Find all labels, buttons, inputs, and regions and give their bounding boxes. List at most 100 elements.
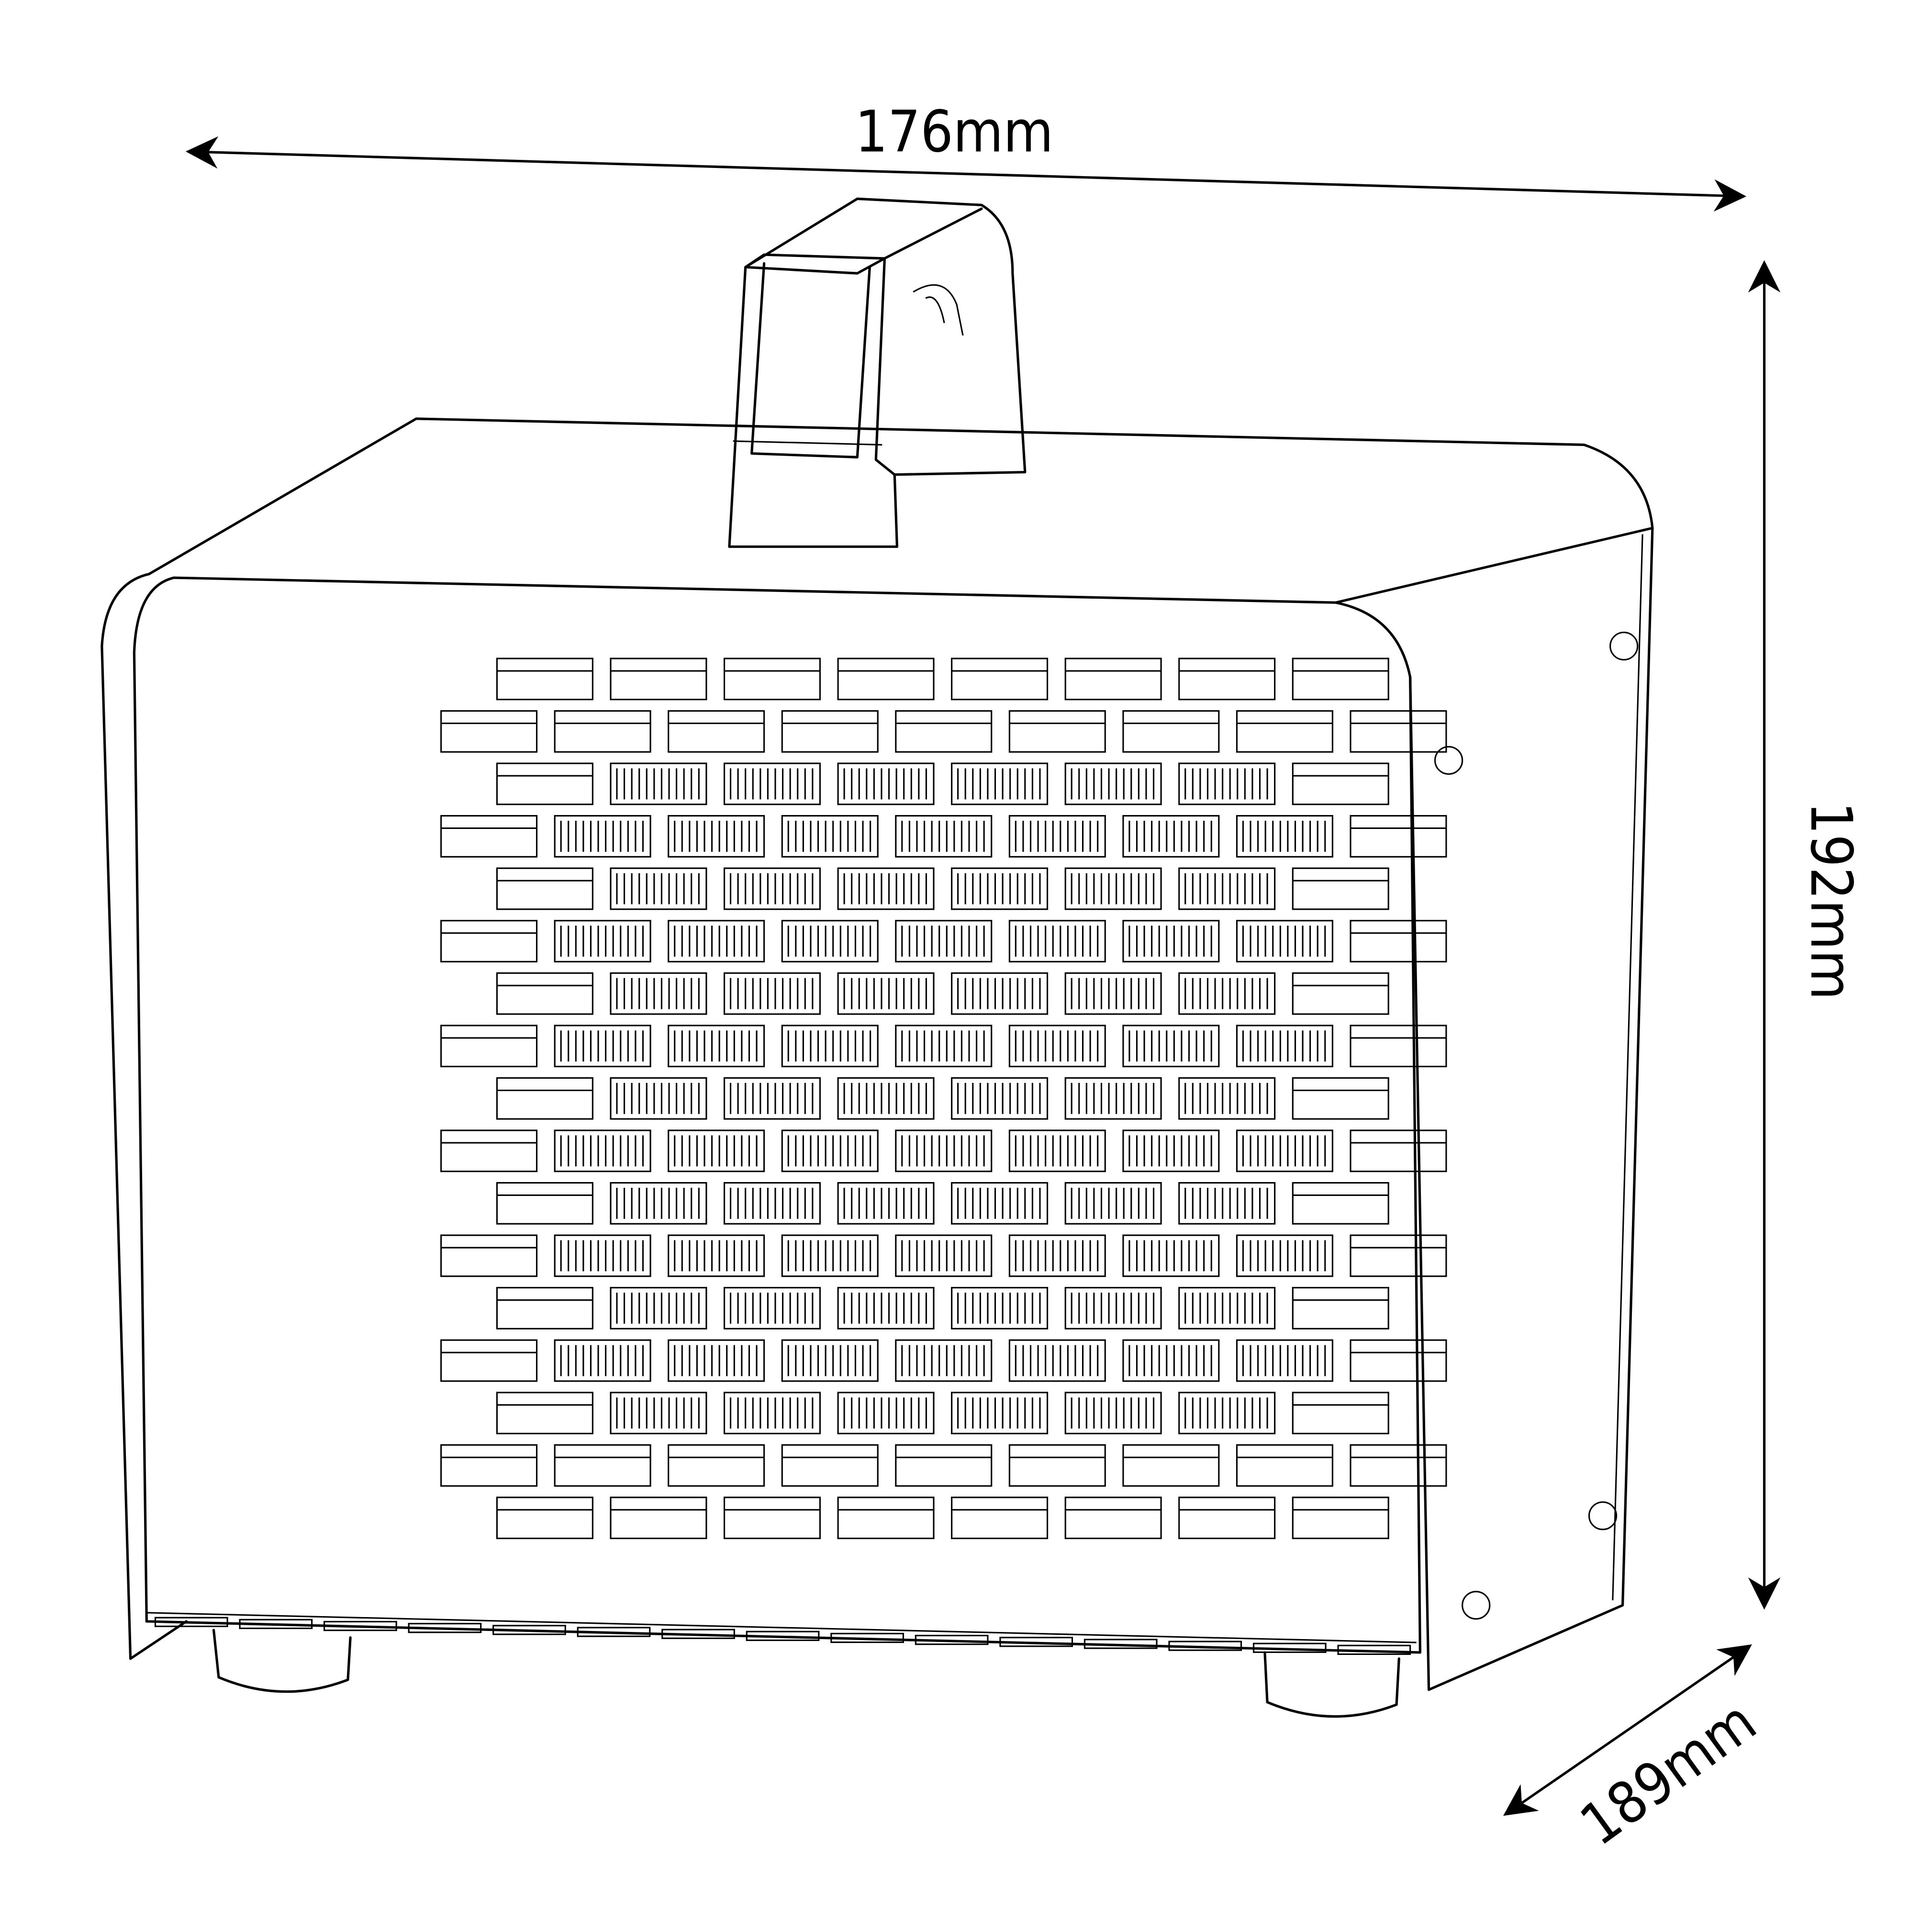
grille-slot xyxy=(1064,1077,1162,1120)
grille-slot xyxy=(781,815,879,858)
grille-slot xyxy=(1350,1339,1447,1382)
grille-slot xyxy=(1292,972,1389,1015)
grille-slot xyxy=(723,867,821,910)
carry-handle xyxy=(728,197,1027,548)
depth-dimension: 189mm xyxy=(1503,1644,1768,1859)
grille-slot xyxy=(1178,762,1276,805)
grille-slot xyxy=(895,1234,993,1277)
grille-slot xyxy=(1122,1129,1220,1173)
grille-slot xyxy=(1122,710,1220,753)
bottom-vents xyxy=(154,1617,1411,1655)
grille-slot xyxy=(1350,920,1447,962)
grille-slot xyxy=(610,1496,707,1540)
grille-slot xyxy=(1178,1496,1276,1540)
grille-slot xyxy=(1122,815,1220,858)
grille-slot xyxy=(440,1339,538,1382)
bottom-vent-slot xyxy=(324,1620,397,1631)
width-arrow xyxy=(185,136,1747,212)
height-dimension: 192mm xyxy=(1748,260,1864,1610)
grille-slot xyxy=(554,1025,651,1068)
grille-slot xyxy=(837,972,935,1015)
bottom-vent-slot xyxy=(746,1630,820,1641)
grille-slot xyxy=(1178,658,1276,701)
grille-slot xyxy=(496,867,593,910)
grille-slot xyxy=(1008,710,1106,753)
grille-slot xyxy=(1008,1129,1106,1173)
bottom-vent-slot xyxy=(1252,1642,1327,1653)
bottom-vent-slot xyxy=(154,1617,228,1627)
grille-slot xyxy=(1122,1025,1220,1068)
bottom-vent-slot xyxy=(830,1632,904,1643)
grille-slot xyxy=(1064,1182,1162,1225)
grille-slot xyxy=(1350,1444,1447,1487)
grille-slot xyxy=(554,1234,651,1277)
grille-slot xyxy=(951,1182,1049,1225)
grille-slot xyxy=(781,1339,879,1382)
grille-slot xyxy=(1178,1392,1276,1434)
grille-slot xyxy=(1292,1182,1389,1225)
grille-slot xyxy=(951,867,1049,910)
side-panel xyxy=(1409,526,1654,1691)
bottom-vent-slot xyxy=(661,1629,735,1639)
grille-slot xyxy=(1292,658,1389,701)
grille-slot xyxy=(1236,1444,1333,1487)
grille-slot xyxy=(1008,815,1106,858)
grille-slot xyxy=(610,762,707,805)
grille-slot xyxy=(1064,1496,1162,1540)
grille-slot xyxy=(668,1444,765,1487)
grille-slot xyxy=(668,1025,765,1068)
grille-slot xyxy=(1350,1025,1447,1068)
grille-slot xyxy=(1122,1339,1220,1382)
grille-slot xyxy=(781,1025,879,1068)
grille-slot xyxy=(895,1025,993,1068)
grille-slot xyxy=(895,710,993,753)
front-shell xyxy=(101,572,1421,1660)
screw-icon xyxy=(1609,631,1639,661)
grille-slot xyxy=(496,762,593,805)
grille-slot xyxy=(1292,1077,1389,1120)
grille-slot xyxy=(723,972,821,1015)
grille-slot xyxy=(440,710,538,753)
grille-slot xyxy=(496,1392,593,1434)
grille-slot xyxy=(554,920,651,962)
grille-slot xyxy=(610,1392,707,1434)
width-label: 176mm xyxy=(855,99,1053,166)
grille-slot xyxy=(1236,710,1333,753)
grille-slot xyxy=(1178,1182,1276,1225)
grille-slot xyxy=(723,1392,821,1434)
grille-slot xyxy=(1064,658,1162,701)
grille-slot xyxy=(1178,1287,1276,1329)
grille-slot xyxy=(781,1234,879,1277)
grille-slot xyxy=(951,1287,1049,1329)
grille-slot xyxy=(1122,1234,1220,1277)
width-dimension: 176mm xyxy=(185,99,1747,212)
grille-slot xyxy=(723,1077,821,1120)
grille-slot xyxy=(440,1129,538,1173)
grille-slot xyxy=(1064,972,1162,1015)
grille-slot xyxy=(668,815,765,858)
foot-left xyxy=(212,1629,352,1693)
grille-slot xyxy=(610,867,707,910)
grille-slot xyxy=(496,1496,593,1540)
grille-slot xyxy=(837,1287,935,1329)
grille-slot xyxy=(723,1182,821,1225)
grille-slot xyxy=(895,1129,993,1173)
grille-slot xyxy=(951,1392,1049,1434)
grille-slot xyxy=(1236,1129,1333,1173)
grille-slot xyxy=(1178,867,1276,910)
grille-slot xyxy=(610,972,707,1015)
grille-slot xyxy=(1008,1444,1106,1487)
top-panel xyxy=(147,417,1654,604)
grille-slot xyxy=(895,920,993,962)
grille-slot xyxy=(837,867,935,910)
grille-slot xyxy=(610,1077,707,1120)
grille-slot xyxy=(1008,1234,1106,1277)
bottom-vent-slot xyxy=(915,1635,989,1645)
grille-slot xyxy=(837,1496,935,1540)
grille-slot xyxy=(723,658,821,701)
bottom-vent-slot xyxy=(999,1637,1073,1647)
foot-right xyxy=(1263,1651,1400,1718)
grille-slot xyxy=(440,1025,538,1068)
grille-slot xyxy=(723,762,821,805)
